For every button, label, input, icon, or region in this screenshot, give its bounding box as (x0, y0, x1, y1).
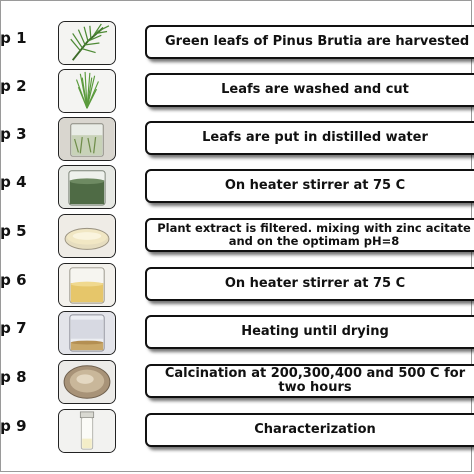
step-6-row: ep 6 On heater stirrer at 75 C (0, 263, 474, 307)
beaker-dry-icon (58, 311, 116, 355)
step-1-row: ep 1 Green leafs of Pinus Brutia are har… (0, 21, 474, 65)
petri-dish-icon (58, 214, 116, 258)
crucible-powder-icon (58, 360, 116, 404)
step-3-label: ep 3 (0, 125, 27, 143)
vial-icon (58, 409, 116, 453)
step-7-box: Heating until drying (145, 315, 474, 349)
step-4-row: ep 4 On heater stirrer at 75 C (0, 165, 474, 209)
step-7-row: ep 7 Heating until drying (0, 311, 474, 355)
step-4-box: On heater stirrer at 75 C (145, 169, 474, 203)
step-2-row: ep 2 Leafs are washed and cut (0, 69, 474, 113)
step-5-box: Plant extract is filtered. mixing with z… (145, 218, 474, 252)
step-3-row: ep 3 Leafs are put in distilled water (0, 117, 474, 161)
step-5-row: ep 5 Plant extract is filtered. mixing w… (0, 214, 474, 258)
beaker-water-icon (58, 117, 116, 161)
step-9-row: ep 9 Characterization (0, 409, 474, 453)
step-1-box: Green leafs of Pinus Brutia are harveste… (145, 25, 474, 59)
step-6-label: ep 6 (0, 271, 27, 289)
step-5-label: ep 5 (0, 222, 27, 240)
step-7-label: ep 7 (0, 319, 27, 337)
pine-branch-icon (58, 21, 116, 65)
step-8-label: ep 8 (0, 368, 27, 386)
step-8-row: ep 8 Calcination at 200,300,400 and 500 … (0, 360, 474, 404)
cut-leaves-icon (58, 69, 116, 113)
step-9-label: ep 9 (0, 417, 27, 435)
step-1-label: ep 1 (0, 29, 27, 47)
step-2-box: Leafs are washed and cut (145, 73, 474, 107)
step-3-box: Leafs are put in distilled water (145, 121, 474, 155)
step-4-label: ep 4 (0, 173, 27, 191)
step-6-box: On heater stirrer at 75 C (145, 267, 474, 301)
beaker-green-icon (58, 165, 116, 209)
step-9-box: Characterization (145, 413, 474, 447)
beaker-yellow-icon (58, 263, 116, 307)
step-8-box: Calcination at 200,300,400 and 500 C for… (145, 364, 474, 398)
step-2-label: ep 2 (0, 77, 27, 95)
